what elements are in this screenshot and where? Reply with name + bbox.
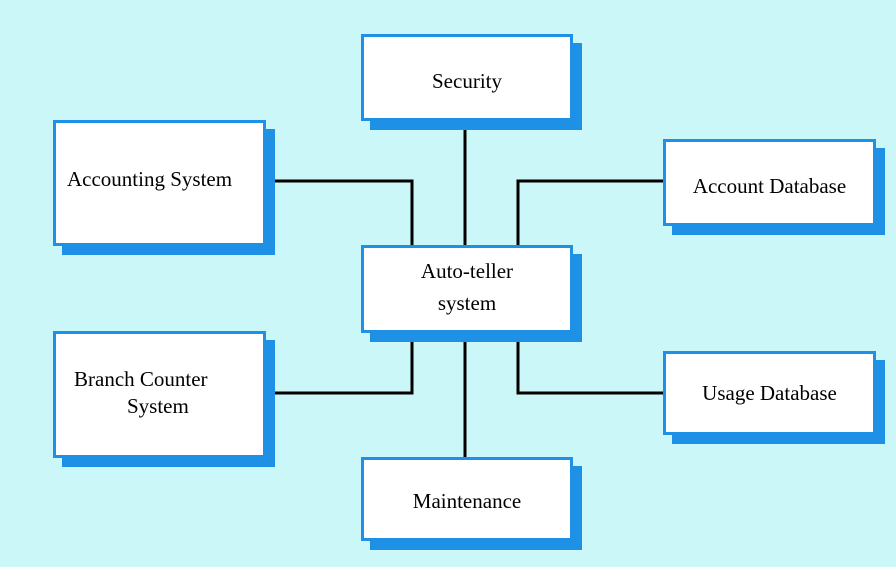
security-label: Security: [432, 69, 502, 93]
maintenance-box: Maintenance: [361, 457, 573, 541]
branch-counter-system-box: Branch Counter System: [53, 331, 266, 458]
account-database-label: Account Database: [692, 174, 847, 198]
auto-teller-system-box: Auto-teller system: [361, 245, 573, 333]
maintenance-label: Maintenance: [412, 489, 522, 513]
usage-database-box: Usage Database: [663, 351, 876, 435]
connector-account-database: [516, 179, 664, 245]
usage-database-label: Usage Database: [702, 381, 837, 405]
accounting-system-box: Accounting System: [53, 120, 266, 246]
auto-teller-line-2: system: [437, 291, 497, 315]
auto-teller-line-1: Auto-teller: [420, 259, 514, 283]
security-box: Security: [361, 34, 573, 121]
connector-accounting: [265, 179, 414, 245]
connector-usage-database: [516, 332, 664, 395]
accounting-system-label: Accounting System: [67, 167, 233, 191]
connector-branch-counter: [265, 332, 414, 395]
account-database-box: Account Database: [663, 139, 876, 226]
branch-counter-line-2: System: [127, 394, 189, 418]
branch-counter-line-1: Branch Counter: [74, 367, 208, 391]
